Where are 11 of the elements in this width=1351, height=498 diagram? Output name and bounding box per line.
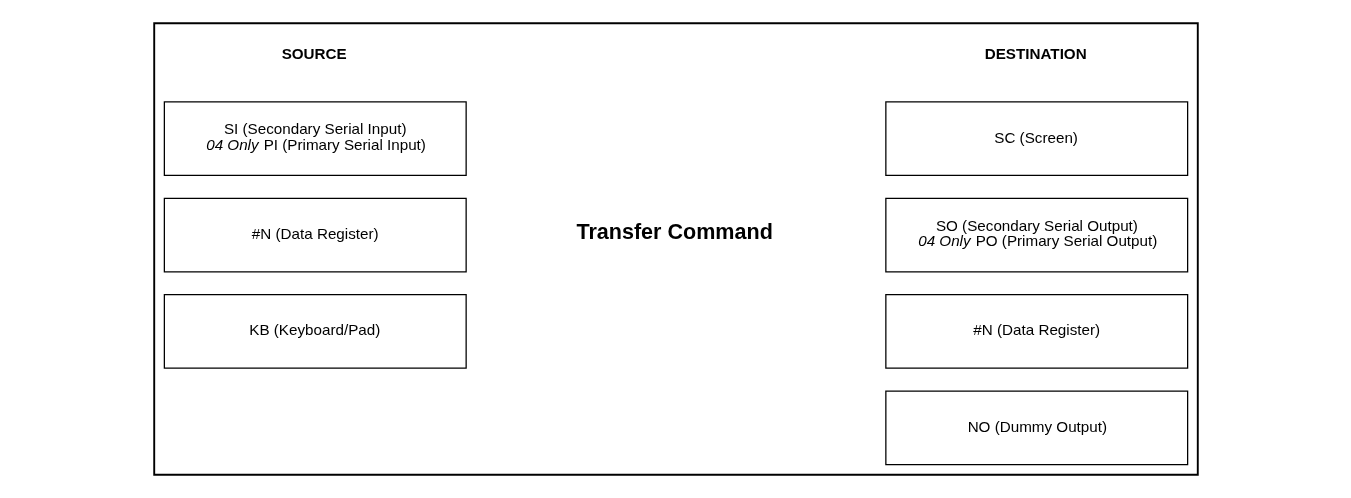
cluster (152, 22, 1199, 476)
node-box: #N (Data Register) (163, 197, 467, 273)
node-box: SC (Screen) (884, 101, 1188, 177)
node-box: #N (Data Register) (884, 294, 1188, 369)
node-box: NO (Dummy Output) (884, 390, 1188, 466)
node-text: Transfer Command (575, 218, 773, 244)
node-box: SO (Secondary Serial Output) 04 Only PO (Primary Serial Output) (884, 197, 1188, 273)
label: SOURCE (281, 44, 347, 62)
node-box: KB (Keyboard/Pad) (163, 294, 467, 369)
label: DESTINATION (984, 44, 1087, 62)
node-box: SI (Secondary Serial Input) 04 Only PI (Primary Serial Input) (163, 101, 467, 177)
